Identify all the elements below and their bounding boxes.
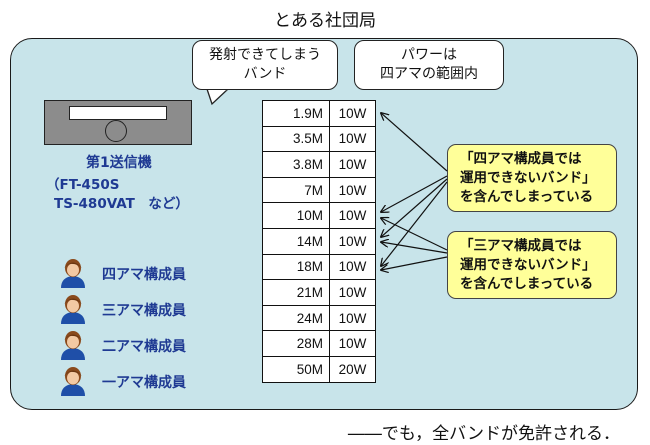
transmitter-model-1: （FT-450S [46, 177, 120, 193]
arrow-to-18M-from-third [381, 256, 448, 270]
band-power: 10W [329, 202, 376, 229]
arrow-to-14M-from-fourth [381, 178, 448, 237]
arrow-to-10M-from-third [381, 218, 448, 251]
note-line: を含んでしまっている [460, 189, 594, 205]
band-frequency: 18M [262, 253, 330, 281]
callout-line: パワーは [401, 47, 457, 63]
band-frequency: 3.5M [262, 125, 330, 153]
transmitter-label: 第1送信機 [86, 155, 152, 171]
transmitter-model-2: TS-480VAT など） [54, 196, 189, 212]
band-frequency: 1.9M [262, 100, 330, 127]
person-icon [61, 331, 85, 360]
callout-transmittable-bands: 発射できてしまう バンド [192, 40, 338, 90]
diagram-title: とある社団局 [274, 11, 376, 31]
band-frequency: 50M [262, 355, 330, 383]
band-frequency: 14M [262, 227, 330, 255]
transmitter-icon [44, 100, 192, 145]
callout-line: バンド [243, 66, 287, 82]
arrow-to-10M-from-fourth [381, 175, 448, 212]
person-icon [61, 295, 85, 324]
arrow-to-18M-from-fourth [381, 181, 448, 266]
callout-line: 発射できてしまう [209, 47, 321, 63]
band-power: 10W [329, 227, 376, 255]
arrow-to-1.9M [381, 113, 448, 172]
note-line: 運用できないバンド」 [460, 257, 596, 273]
band-frequency: 3.8M [262, 151, 330, 178]
footer-note: ――でも，全バンドが免許される． [347, 424, 620, 444]
arrow-to-14M-from-third [381, 242, 448, 254]
person-icon [61, 259, 85, 288]
callout-line: 四アマの範囲内 [380, 66, 478, 82]
callout-power-limit: パワーは 四アマの範囲内 [354, 40, 504, 90]
person-icon [61, 367, 85, 396]
note-third-class: 「三アマ構成員では 運用できないバンド」 を含んでしまっている [447, 231, 617, 299]
band-frequency: 28M [262, 330, 330, 357]
band-power: 10W [329, 100, 376, 127]
band-power: 20W [329, 355, 376, 383]
band-power: 10W [329, 125, 376, 153]
band-power: 10W [329, 253, 376, 281]
member-label: 一アマ構成員 [102, 375, 186, 391]
note-line: を含んでしまっている [460, 276, 594, 292]
member-label: 三アマ構成員 [102, 303, 186, 319]
note-line: 運用できないバンド」 [460, 170, 596, 186]
note-line: 「三アマ構成員では [460, 238, 582, 254]
member-label: 二アマ構成員 [102, 339, 186, 355]
note-line: 「四アマ構成員では [460, 151, 582, 167]
note-fourth-class: 「四アマ構成員では 運用できないバンド」 を含んでしまっている [447, 144, 617, 212]
transmitter-display [69, 106, 167, 120]
band-power: 10W [329, 330, 376, 357]
band-frequency: 21M [262, 279, 330, 306]
member-label: 四アマ構成員 [102, 267, 186, 283]
transmitter-knob [105, 120, 127, 142]
